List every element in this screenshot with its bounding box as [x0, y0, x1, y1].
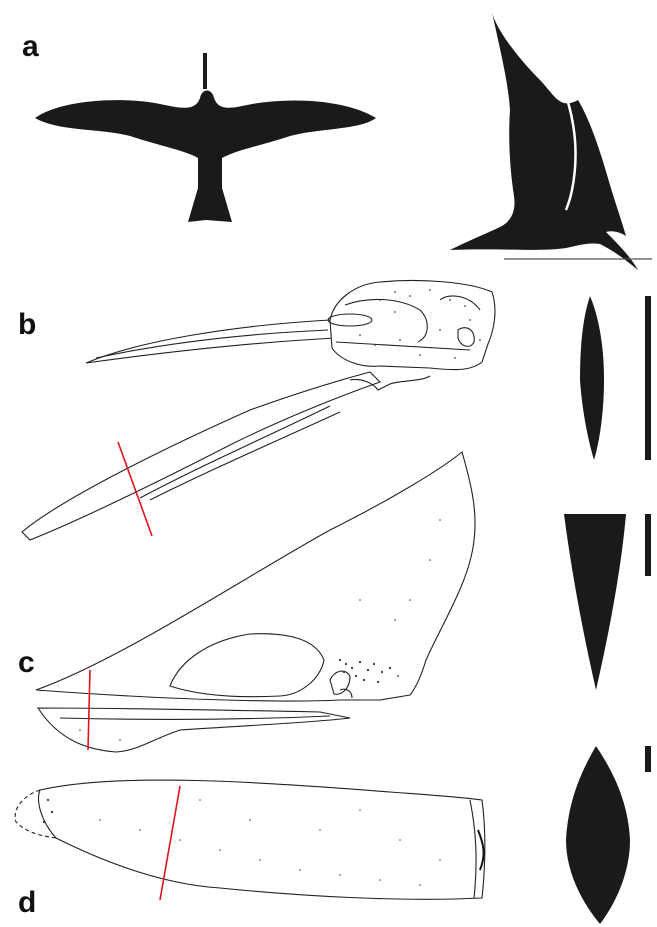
bird-silhouette-top-view — [35, 53, 376, 222]
scale-bar-b — [645, 296, 651, 460]
cross-section-d — [566, 746, 630, 924]
scale-bar-c — [645, 514, 651, 576]
bird-silhouette-side-view — [450, 12, 652, 270]
cross-section-b — [580, 296, 604, 460]
bone-fragment-drawing — [15, 780, 485, 899]
cross-section-c — [564, 514, 626, 690]
scale-bar-d — [645, 746, 651, 772]
